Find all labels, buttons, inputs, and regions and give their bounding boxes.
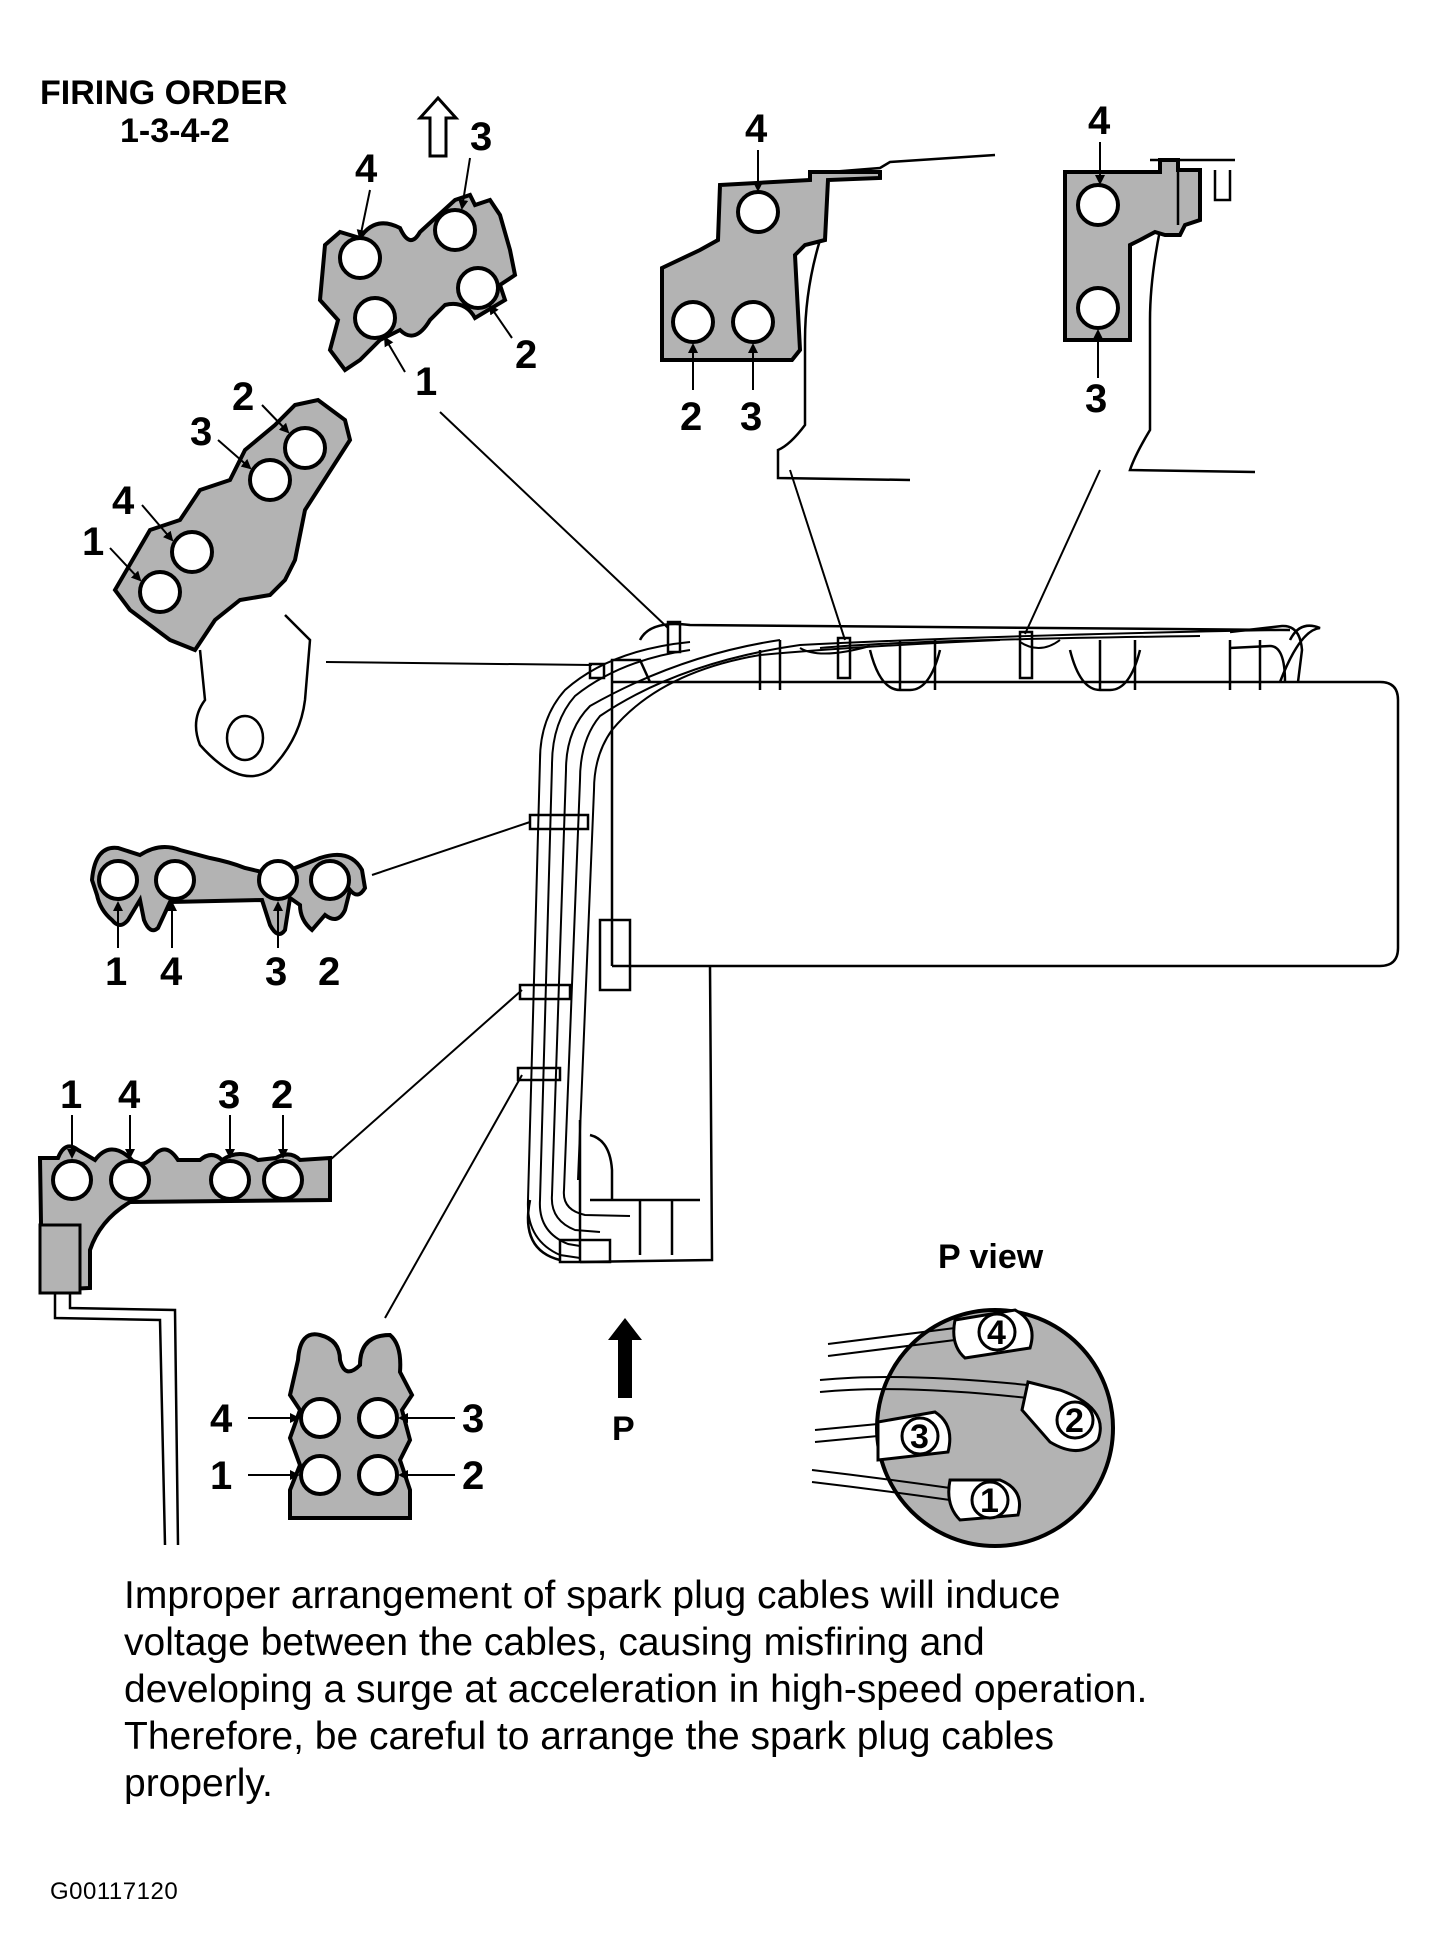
label-1: 1 — [415, 360, 437, 404]
label-4: 4 — [210, 1397, 233, 1441]
figure-code: G00117120 — [50, 1878, 179, 1905]
leader-lines — [325, 411, 1101, 1319]
label-2: 2 — [232, 375, 254, 419]
caption-line: developing a surge at acceleration in hi… — [124, 1668, 1148, 1711]
cable-clamps — [516, 620, 1034, 1082]
engine-outline — [578, 622, 1400, 1264]
label-4: 4 — [745, 107, 768, 151]
label-3: 3 — [190, 410, 212, 454]
p-view: P view 4 2 3 1 — [811, 1238, 1115, 1548]
label-1: 1 — [60, 1073, 82, 1117]
caption-line: voltage between the cables, causing misf… — [124, 1621, 985, 1664]
label-4: 4 — [1088, 99, 1111, 143]
p-view-title: P view — [938, 1238, 1044, 1276]
bracket-left-mount: 1 4 3 2 — [82, 375, 353, 778]
firing-order-title: FIRING ORDER — [40, 74, 288, 112]
bracket-lower-left: 1 4 3 2 — [37, 1073, 332, 1546]
spark-plug-cable-diagram: 4 3 1 2 4 2 3 4 3 — [37, 95, 1400, 1548]
label-2: 2 — [680, 395, 702, 439]
bracket-top-center: 4 2 3 — [660, 107, 996, 482]
caption-line: Therefore, be careful to arrange the spa… — [124, 1715, 1055, 1758]
p-label: P — [612, 1410, 635, 1448]
label-3: 3 — [910, 1418, 929, 1456]
label-4: 4 — [118, 1073, 141, 1117]
label-4: 4 — [160, 950, 183, 994]
label-2: 2 — [271, 1073, 293, 1117]
label-4: 4 — [987, 1314, 1006, 1352]
caption-line: Improper arrangement of spark plug cable… — [124, 1574, 1061, 1617]
label-1: 1 — [82, 520, 104, 564]
label-3: 3 — [218, 1073, 240, 1117]
label-1: 1 — [210, 1454, 232, 1498]
caption-line: properly. — [124, 1762, 273, 1805]
bracket-top-right: 4 3 — [1063, 99, 1256, 474]
label-2: 2 — [515, 333, 537, 377]
spark-plug-cables — [526, 624, 1304, 1264]
bracket-top-left: 4 3 1 2 — [317, 95, 537, 404]
arrow-up-icon — [416, 95, 460, 158]
label-3: 3 — [740, 395, 762, 439]
label-1: 1 — [980, 1482, 999, 1520]
label-2: 2 — [1065, 1402, 1084, 1440]
arrow-up-icon — [608, 1318, 642, 1398]
label-3: 3 — [462, 1397, 484, 1441]
p-direction-arrow: P — [608, 1318, 642, 1448]
label-4: 4 — [112, 479, 135, 523]
label-2: 2 — [318, 950, 340, 994]
clip-middle-left: 1 4 3 2 — [89, 844, 368, 994]
label-3: 3 — [265, 950, 287, 994]
clip-bottom-center: 4 3 1 2 — [210, 1332, 484, 1520]
label-4: 4 — [355, 147, 378, 191]
caption-text: Improper arrangement of spark plug cable… — [124, 1572, 1304, 1807]
label-3: 3 — [1085, 377, 1107, 421]
label-2: 2 — [462, 1454, 484, 1498]
label-1: 1 — [105, 950, 127, 994]
firing-order-sequence: 1-3-4-2 — [120, 112, 230, 150]
label-3: 3 — [470, 115, 492, 159]
